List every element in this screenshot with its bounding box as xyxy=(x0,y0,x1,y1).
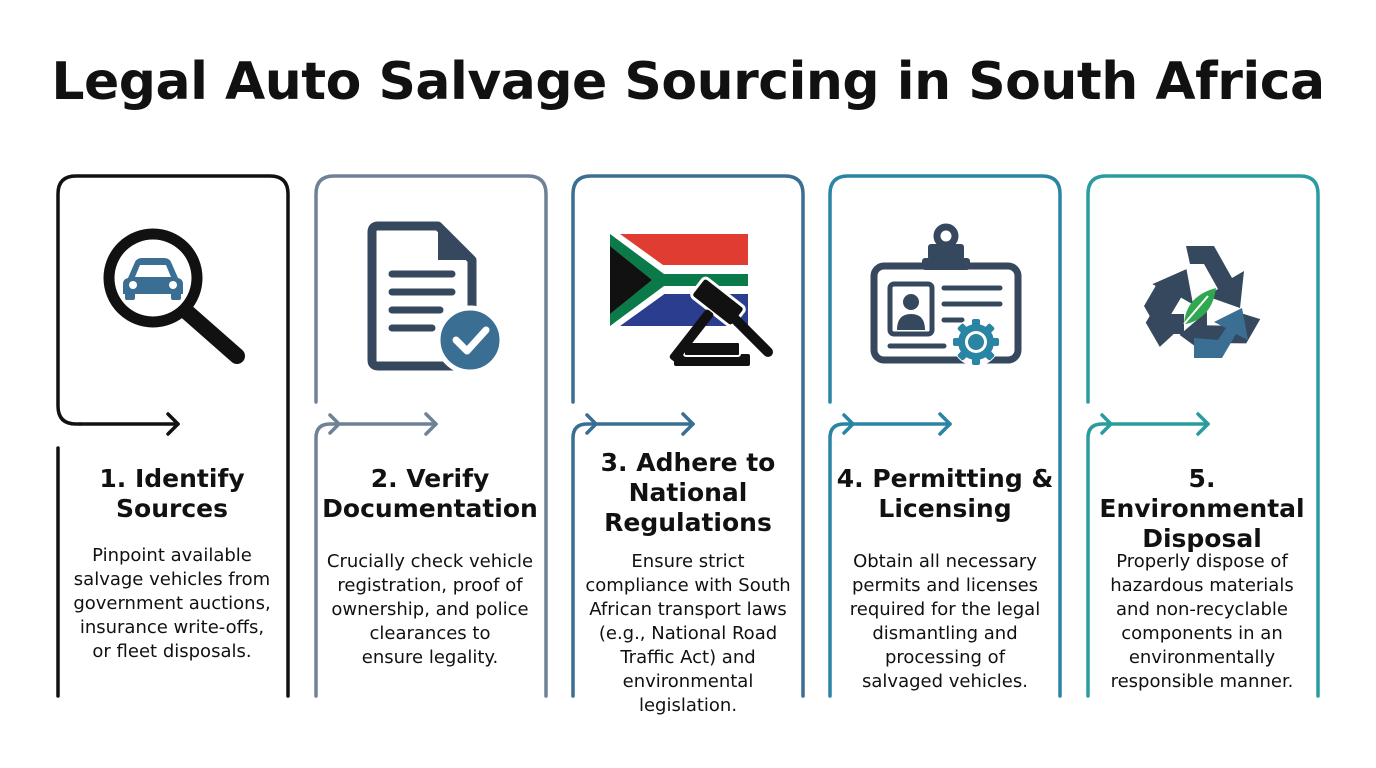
flag-gavel-icon xyxy=(610,234,773,366)
step-5-frame xyxy=(1086,174,1320,698)
id-badge-icon xyxy=(870,223,1022,366)
magnifier-car-icon xyxy=(103,228,245,364)
document-check-icon xyxy=(367,221,505,375)
step-5-flow-arrowhead xyxy=(1196,412,1210,436)
recycle-leaf-icon xyxy=(1130,246,1261,370)
step-4-flow-arrowhead xyxy=(938,412,952,436)
step-3-entry-arrow xyxy=(571,422,597,698)
step-2-title: 2. Verify Documentation xyxy=(322,464,538,523)
step-2-entry-arrow xyxy=(314,422,340,698)
step-5-title: 5. Environmental Disposal xyxy=(1099,464,1305,553)
step-3-title: 3. Adhere to National Regulations xyxy=(600,448,776,537)
step-3-flow-arrowhead xyxy=(681,412,695,436)
step-4-title: 4. Permitting & Licensing xyxy=(836,464,1054,523)
step-2-frame xyxy=(314,174,548,698)
step-4-entry-arrow xyxy=(828,422,854,698)
page-title: Legal Auto Salvage Sourcing in South Afr… xyxy=(51,52,1325,112)
step-1-flow-arrowhead xyxy=(166,412,180,436)
step-1-title: 1. Identify Sources xyxy=(99,464,245,523)
step-1-frame xyxy=(56,174,290,698)
step-4-frame xyxy=(828,174,1062,698)
step-5-entry-arrow xyxy=(1086,422,1112,698)
step-2-flow-arrowhead xyxy=(424,412,438,436)
step-3-frame xyxy=(571,174,805,698)
